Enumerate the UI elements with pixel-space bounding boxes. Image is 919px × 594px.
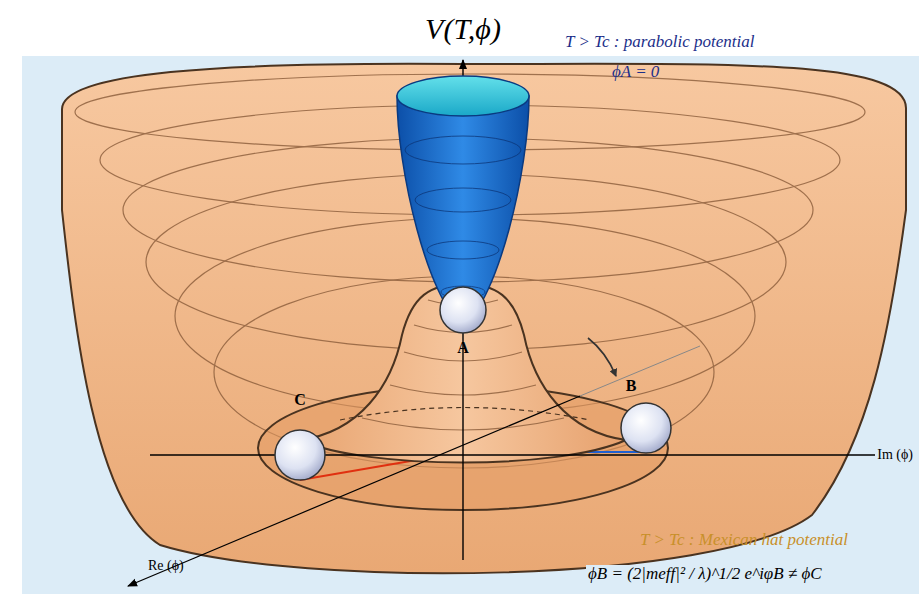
axis-label: V(T,ϕ): [425, 12, 501, 45]
axis-label: Im (ϕ): [875, 447, 915, 462]
condition-note: T > Tc : parabolic potential: [565, 33, 755, 52]
equation: ϕA = 0: [612, 63, 659, 82]
axis-label: Re (ϕ): [148, 558, 184, 573]
condition-note: T > Tc : Mexican hat potential: [640, 531, 848, 550]
point-label: A: [457, 339, 469, 357]
point-label: C: [294, 391, 306, 409]
equation: ϕB = (2|meff|² / λ)^1/2 e^iφB ≠ ϕC: [586, 565, 824, 584]
point-label: B: [626, 377, 637, 395]
